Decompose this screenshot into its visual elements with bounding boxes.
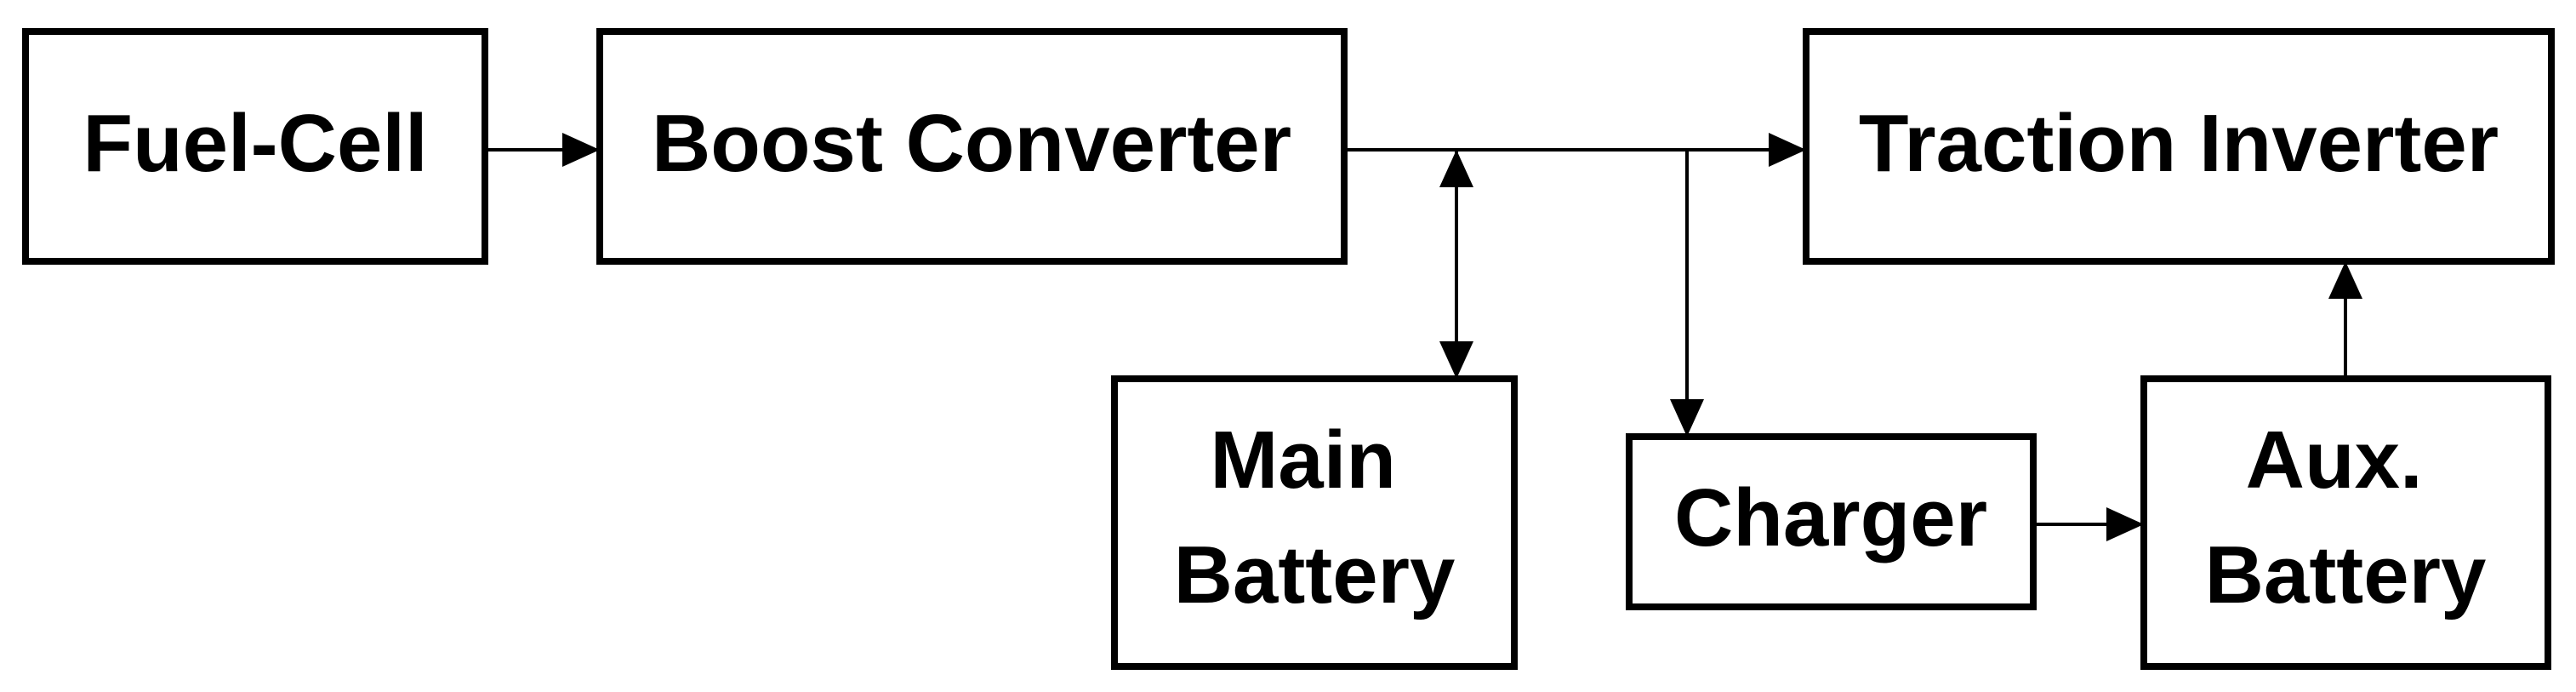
- charger-label: Charger: [1674, 472, 1987, 563]
- aux-battery-label: Aux. Battery: [2205, 415, 2487, 621]
- boost-converter-block: Boost Converter: [596, 28, 1348, 265]
- traction-inverter-block: Traction Inverter: [1803, 28, 2555, 265]
- boost-converter-label: Boost Converter: [652, 98, 1291, 189]
- main-battery-block: Main Battery: [1111, 375, 1518, 670]
- charger-block: Charger: [1626, 433, 2037, 610]
- traction-inverter-label: Traction Inverter: [1859, 98, 2499, 189]
- main-battery-label: Main Battery: [1174, 415, 1456, 621]
- fuel-cell-block: Fuel-Cell: [22, 28, 488, 265]
- aux-battery-block: Aux. Battery: [2140, 375, 2551, 670]
- fuel-cell-label: Fuel-Cell: [83, 98, 427, 189]
